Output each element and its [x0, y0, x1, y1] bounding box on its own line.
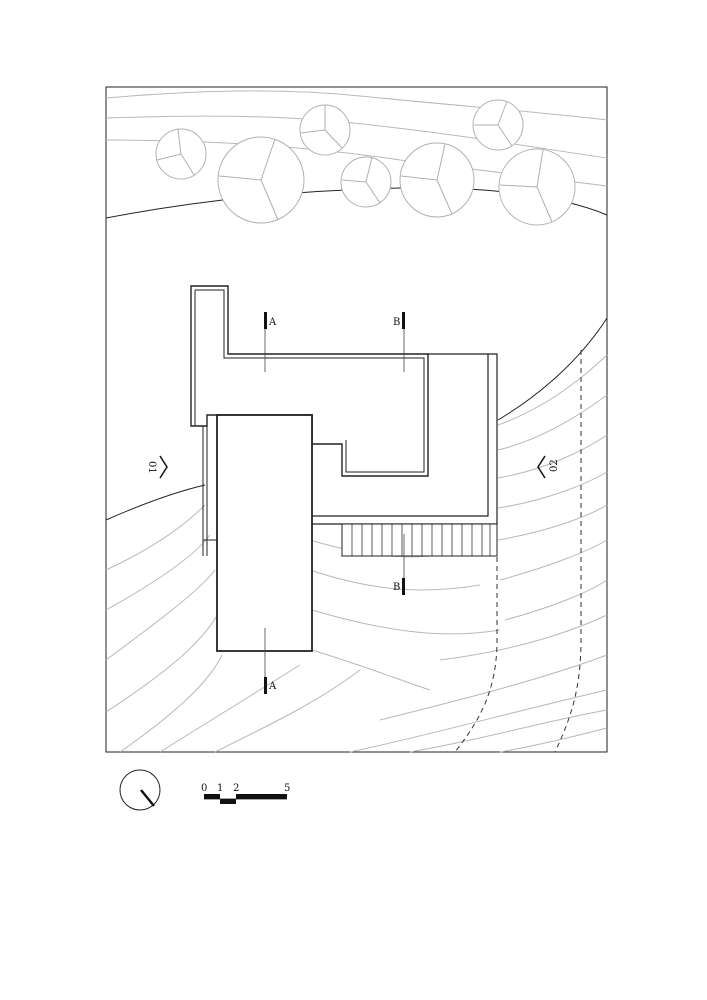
dashed-path-outer: [554, 350, 582, 753]
building-main-volume: [216, 414, 313, 652]
scale-bar: 0 1 2 5: [201, 783, 290, 804]
building-west-connector: [202, 426, 217, 556]
drawing-frame: [105, 86, 608, 753]
terrain-contours: [105, 90, 608, 753]
scale-label: 1: [217, 783, 223, 794]
trees: [155, 99, 576, 226]
section-b-top-marker: B: [393, 312, 405, 329]
elevation-label: 02: [549, 459, 560, 472]
elevation-label: 01: [146, 461, 157, 474]
exterior-stairs: [341, 523, 498, 557]
tree-icon: [399, 142, 475, 218]
dashed-path-inner: [454, 530, 498, 753]
tree-icon: [472, 99, 524, 151]
tree-icon: [498, 148, 576, 226]
section-label: B: [393, 582, 400, 593]
scale-label: 5: [284, 783, 290, 794]
tree-icon: [217, 136, 305, 224]
terrain-line-west: [105, 484, 206, 521]
terrain-line-east: [497, 317, 608, 421]
section-a-top-marker: A: [264, 312, 277, 329]
tree-icon: [299, 104, 351, 156]
section-label: A: [268, 317, 277, 328]
section-label: A: [268, 681, 277, 692]
tree-icon: [155, 128, 207, 180]
section-b-bottom-marker: B: [393, 578, 405, 595]
scale-label: 0: [201, 783, 207, 794]
section-a-bottom-marker: A: [264, 677, 277, 694]
section-label: B: [393, 317, 400, 328]
north-arrow-icon: [119, 769, 161, 811]
scale-label: 2: [233, 783, 239, 794]
elevation-02-marker: 02: [537, 455, 560, 479]
tree-icon: [340, 156, 392, 208]
building-upper-wing-inner-wall: [195, 289, 425, 473]
elevation-01-marker: 01: [146, 455, 168, 479]
